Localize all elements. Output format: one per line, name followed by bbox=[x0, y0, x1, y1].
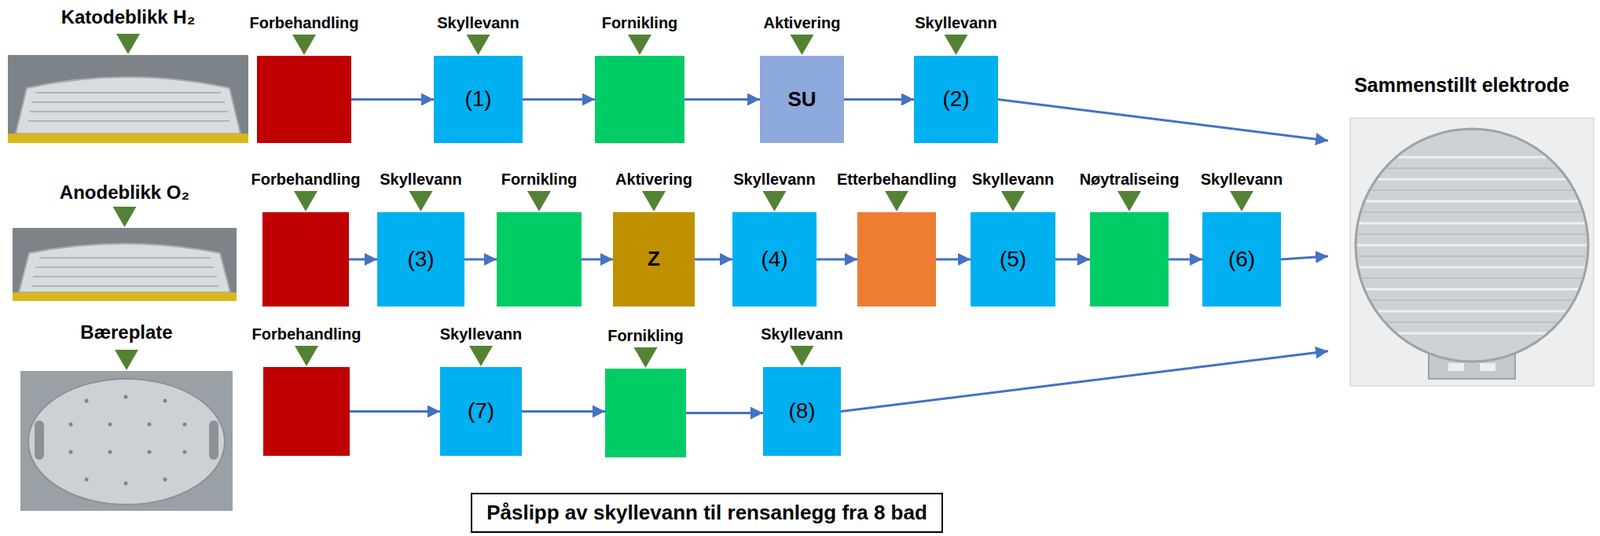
bath-number: (8) bbox=[788, 398, 815, 424]
step-label: Skyllevann bbox=[436, 14, 520, 33]
step-label: Skyllevann bbox=[760, 325, 844, 344]
bath-number: (4) bbox=[760, 246, 788, 272]
photo-title: Anodeblikk O₂ bbox=[59, 181, 190, 204]
process-box: Etterbehandling bbox=[857, 212, 936, 307]
step-label: Fornikling bbox=[501, 170, 578, 189]
process-box: Forbehandling bbox=[263, 366, 350, 456]
flow-arrow bbox=[1055, 258, 1090, 261]
process-box: AktiveringZ bbox=[612, 212, 695, 307]
process-box: Nøytraliseing bbox=[1089, 212, 1169, 307]
flow-arrow bbox=[521, 410, 606, 413]
note-text: Påslipp av skyllevann til rensanlegg fra… bbox=[486, 501, 928, 525]
bath-number: (7) bbox=[467, 398, 495, 424]
step-label: Aktivering bbox=[763, 14, 841, 33]
flow-arrow bbox=[1280, 256, 1329, 260]
process-box: Fornikling bbox=[496, 212, 582, 307]
step-label: Fornikling bbox=[607, 326, 684, 345]
step-label: Fornikling bbox=[601, 14, 679, 33]
photo-frame: Sammenstillt elektrode bbox=[1328, 117, 1596, 389]
marker-triangles bbox=[113, 33, 1255, 371]
flow-arrow bbox=[522, 98, 595, 101]
process-box: Skyllevann(4) bbox=[732, 212, 817, 307]
photo-title: Sammenstillt elektrode bbox=[1354, 73, 1570, 97]
flow-arrow bbox=[686, 411, 764, 415]
flow-arrow bbox=[1168, 258, 1203, 261]
bath-number: SU bbox=[787, 88, 816, 112]
step-label: Skyllevann bbox=[972, 170, 1055, 189]
bath-number: (3) bbox=[407, 246, 434, 272]
step-label: Forbehandling bbox=[251, 170, 361, 189]
flow-arrow bbox=[840, 351, 1329, 412]
process-box: Forbehandling bbox=[262, 212, 349, 307]
flow-arrow bbox=[694, 258, 733, 261]
step-label: Forbehandling bbox=[252, 325, 362, 344]
process-box: AktiveringSU bbox=[759, 55, 845, 144]
step-label: Skyllevann bbox=[1200, 170, 1284, 189]
bath-number: (2) bbox=[942, 86, 969, 112]
flow-arrow bbox=[844, 98, 914, 101]
step-label: Skyllevann bbox=[733, 170, 816, 189]
process-box: Skyllevann(7) bbox=[440, 366, 522, 456]
bath-number: Z bbox=[647, 247, 661, 272]
process-box: Skyllevann(1) bbox=[433, 55, 523, 144]
carrier-plate-photo bbox=[20, 370, 233, 511]
flow-arrow bbox=[684, 98, 760, 101]
bath-number: (1) bbox=[464, 86, 492, 112]
flow-arrow bbox=[581, 258, 613, 261]
flow-arrow bbox=[351, 98, 434, 101]
process-box: Skyllevann(8) bbox=[763, 366, 841, 456]
step-label: Forbehandling bbox=[249, 14, 360, 33]
flow-arrow bbox=[998, 99, 1329, 141]
step-label: Aktivering bbox=[615, 170, 693, 189]
step-label: Etterbehandling bbox=[836, 170, 957, 189]
step-label: Nøytraliseing bbox=[1079, 170, 1180, 189]
process-box: Fornikling bbox=[605, 368, 687, 458]
step-label: Skyllevann bbox=[914, 14, 998, 33]
assembled-electrode-photo bbox=[1350, 117, 1594, 386]
photo-frame: Anodeblikk O₂ bbox=[12, 227, 237, 301]
photo-title: Bæreplate bbox=[80, 321, 173, 344]
photo-title: Katodeblikk H₂ bbox=[61, 6, 196, 29]
process-box: Skyllevann(2) bbox=[913, 55, 999, 144]
anode-sheet-photo bbox=[12, 227, 237, 301]
flow-arrow bbox=[349, 410, 441, 413]
process-box: Forbehandling bbox=[256, 55, 352, 144]
bath-number: (5) bbox=[999, 246, 1027, 272]
photo-frame: Bæreplate bbox=[20, 370, 233, 511]
photo-frame: Katodeblikk H₂ bbox=[7, 55, 249, 144]
process-box: Skyllevann(6) bbox=[1202, 212, 1281, 307]
process-box: Skyllevann(5) bbox=[970, 212, 1056, 307]
step-label: Skyllevann bbox=[440, 325, 523, 344]
cathode-sheet-photo bbox=[7, 55, 249, 144]
process-box: Fornikling bbox=[594, 55, 685, 144]
bath-number: (6) bbox=[1228, 246, 1256, 272]
flow-arrow bbox=[935, 258, 971, 261]
flow-arrow bbox=[816, 258, 858, 261]
flow-arrow bbox=[464, 258, 497, 261]
step-label: Skyllevann bbox=[379, 170, 463, 189]
process-box: Skyllevann(3) bbox=[377, 212, 465, 307]
flow-arrow bbox=[348, 258, 378, 261]
note-box: Påslipp av skyllevann til rensanlegg fra… bbox=[470, 492, 944, 533]
